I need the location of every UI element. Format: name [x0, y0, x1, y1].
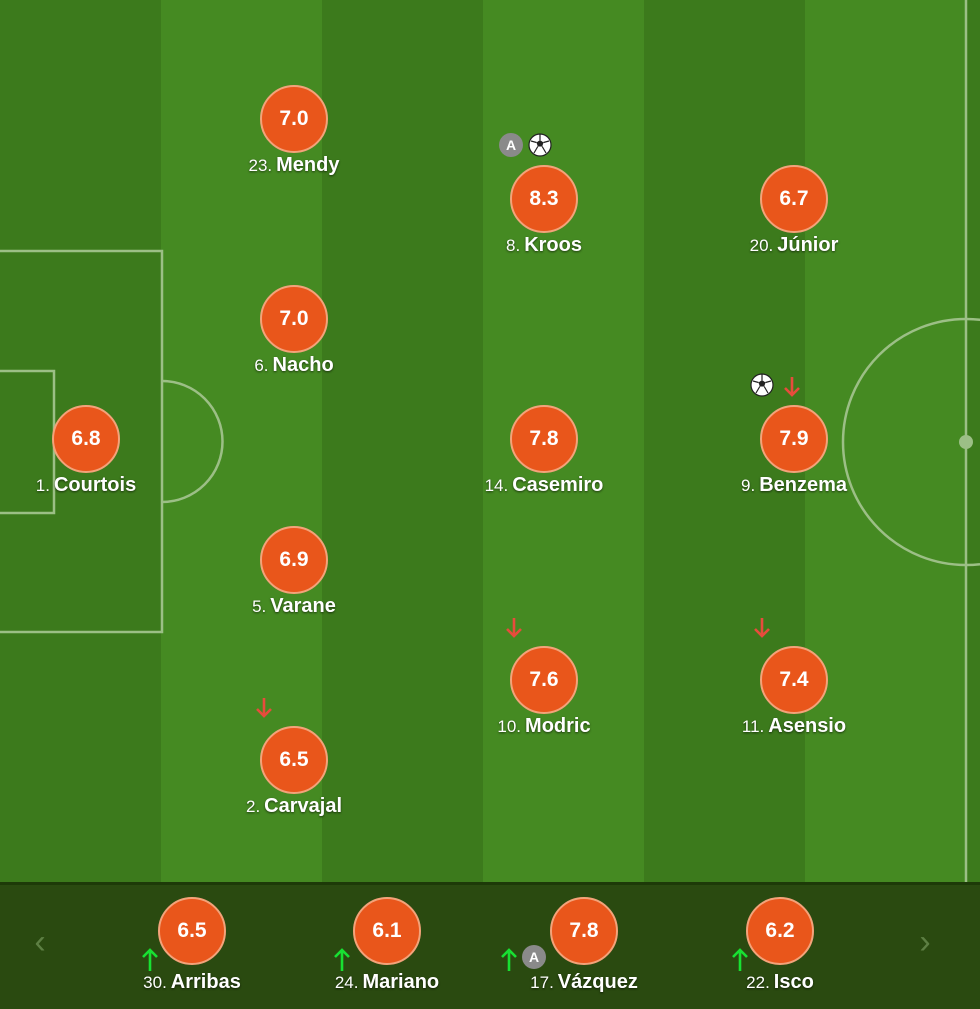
- rating-badge: 6.8: [52, 405, 120, 473]
- player-marker-courtois[interactable]: 6.8 1.Courtois: [0, 405, 176, 515]
- pitch: 6.8 1.Courtois 7.0 23.Mendy 7.0 6.Nacho …: [0, 0, 980, 882]
- player-marker-benzema[interactable]: 7.9 9.Benzema: [704, 373, 884, 515]
- player-name-label: 8.Kroos: [506, 234, 582, 256]
- arrow-up-icon: [732, 948, 748, 971]
- sub-player-marker-arribas[interactable]: 6.5 30.Arribas: [102, 897, 282, 1007]
- rating-badge: 7.9: [760, 405, 828, 473]
- player-marker-junior[interactable]: 6.7 20.Júnior: [704, 165, 884, 275]
- rating-badge: 7.0: [260, 85, 328, 153]
- sub-player-marker-vazquez[interactable]: 7.8 17.Vázquez A: [494, 897, 674, 1007]
- chevron-left-icon[interactable]: ‹: [34, 923, 46, 961]
- player-name-label: 1.Courtois: [35, 474, 137, 496]
- player-marker-varane[interactable]: 6.9 5.Varane: [204, 526, 384, 636]
- rating-badge: 7.6: [510, 646, 578, 714]
- player-name-label: 24.Mariano: [334, 971, 440, 993]
- penalty-arc: [161, 379, 224, 504]
- player-marker-modric[interactable]: 7.6 10.Modric: [454, 618, 634, 756]
- arrow-up-icon: [142, 948, 158, 971]
- center-circle: [841, 317, 980, 567]
- arrow-down-icon: [784, 377, 800, 397]
- player-name-label: 20.Júnior: [749, 234, 839, 256]
- player-marker-mendy[interactable]: 7.0 23.Mendy: [204, 85, 384, 195]
- rating-badge: 6.7: [760, 165, 828, 233]
- player-name-label: 10.Modric: [497, 715, 591, 737]
- player-marker-casemiro[interactable]: 7.8 14.Casemiro: [454, 405, 634, 515]
- arrow-down-icon: [754, 618, 770, 638]
- center-spot: [959, 435, 973, 449]
- arrow-up-icon: [334, 948, 350, 971]
- player-name-label: 6.Nacho: [254, 354, 334, 376]
- player-marker-kroos[interactable]: 8.3 8.Kroos A: [454, 133, 634, 275]
- chevron-right-icon[interactable]: ›: [919, 923, 931, 961]
- assist-badge-icon: A: [499, 133, 523, 157]
- arrow-down-icon: [506, 618, 522, 638]
- rating-badge: 7.4: [760, 646, 828, 714]
- rating-badge: 6.5: [260, 726, 328, 794]
- player-marker-asensio[interactable]: 7.4 11.Asensio: [704, 618, 884, 756]
- player-marker-nacho[interactable]: 7.0 6.Nacho: [204, 285, 384, 395]
- player-name-label: 5.Varane: [252, 595, 336, 617]
- arrow-up-icon: [501, 948, 517, 971]
- rating-badge: 6.2: [746, 897, 814, 965]
- player-name-label: 14.Casemiro: [484, 474, 604, 496]
- player-name-label: 2.Carvajal: [245, 795, 343, 817]
- player-name-label: 17.Vázquez: [530, 971, 638, 993]
- assist-badge-icon: A: [522, 945, 546, 969]
- player-name-label: 23.Mendy: [248, 154, 340, 176]
- player-marker-carvajal[interactable]: 6.5 2.Carvajal: [204, 698, 384, 836]
- rating-badge: 8.3: [510, 165, 578, 233]
- arrow-down-icon: [256, 698, 272, 718]
- player-name-label: 11.Asensio: [741, 715, 847, 737]
- soccer-ball-icon: [528, 133, 552, 157]
- sub-player-marker-isco[interactable]: 6.2 22.Isco: [690, 897, 870, 1007]
- rating-badge: 6.1: [353, 897, 421, 965]
- rating-badge: 7.8: [510, 405, 578, 473]
- soccer-ball-icon: [750, 373, 774, 397]
- player-name-label: 9.Benzema: [741, 474, 847, 496]
- rating-badge: 6.5: [158, 897, 226, 965]
- player-name-label: 22.Isco: [746, 971, 814, 993]
- substitutes-strip: ‹ › 6.5 30.Arribas 6.1 24.Mariano 7.8 17…: [0, 882, 980, 1009]
- rating-badge: 7.8: [550, 897, 618, 965]
- rating-badge: 7.0: [260, 285, 328, 353]
- sub-player-marker-mariano[interactable]: 6.1 24.Mariano: [297, 897, 477, 1007]
- player-name-label: 30.Arribas: [143, 971, 241, 993]
- rating-badge: 6.9: [260, 526, 328, 594]
- penalty-area: [0, 249, 164, 634]
